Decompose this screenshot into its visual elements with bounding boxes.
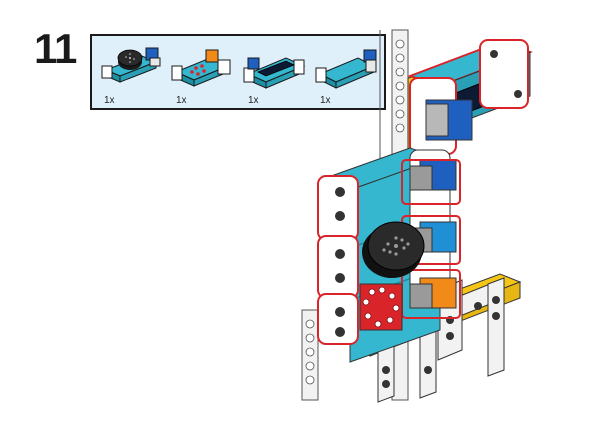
part-led-ring: 1x (168, 36, 240, 108)
part-quantity: 1x (320, 95, 331, 106)
connector-module-icon (315, 49, 377, 89)
part-quantity: 1x (176, 95, 187, 106)
port-orange-bottom (401, 269, 461, 319)
display-module-icon (243, 57, 306, 89)
led-ring (359, 283, 403, 331)
top-display-module (407, 39, 533, 155)
buzzer-module-icon (101, 47, 161, 83)
part-quantity: 1x (248, 95, 259, 106)
part-connector: 1x (312, 36, 384, 108)
port-blue-top (401, 159, 461, 205)
main-panel (317, 147, 461, 363)
parts-callout: 1x 1x (90, 34, 386, 110)
part-quantity: 1x (104, 95, 115, 106)
led-ring-module-icon (171, 49, 231, 87)
buzzer (362, 221, 425, 278)
part-buzzer: 1x (96, 36, 168, 108)
step-number: 11 (34, 25, 77, 72)
part-display: 1x (240, 36, 312, 108)
